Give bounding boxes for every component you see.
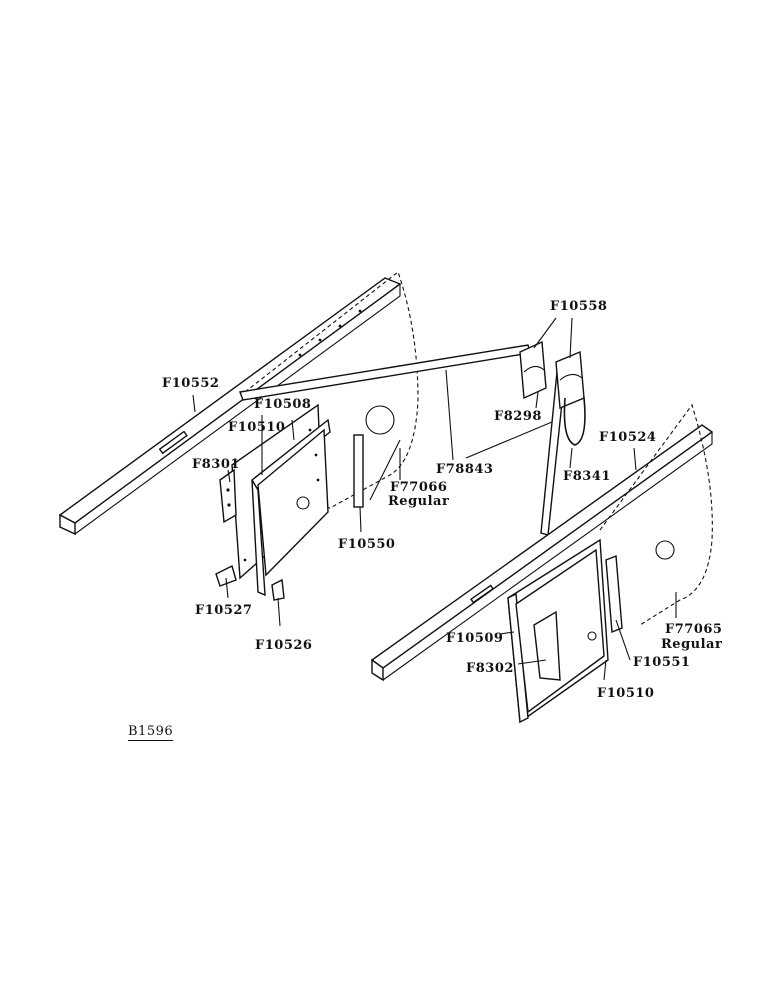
vertical-strip [353,434,364,508]
left-door-panel [231,403,331,597]
callout-f10551: F10551 [633,655,691,670]
callout-f8302: F8302 [466,661,514,676]
callout-f10508: F10508 [254,397,312,412]
callout-f10510-right: F10510 [597,686,655,701]
callout-f8301: F8301 [192,457,240,472]
callout-f10509: F10509 [446,631,504,646]
callout-f10510-left: F10510 [228,420,286,435]
callout-f10526: F10526 [255,638,313,653]
callout-f78843: F78843 [436,462,494,477]
figure-id: B1596 [128,724,174,741]
leader-lines [192,317,677,681]
callout-f8341: F8341 [563,469,611,484]
hinge-assembly [519,340,586,446]
callout-f10552: F10552 [162,376,220,391]
left-bracket [219,468,237,524]
callout-f77066-note: Regular [388,494,450,509]
small-bracket-left [215,564,237,587]
callout-f77066: F77066 [390,480,448,495]
callout-f77065: F77065 [665,622,723,637]
callout-f77065-note: Regular [661,637,723,652]
left-rail [58,277,402,536]
callout-f10550: F10550 [338,537,396,552]
callout-f8298: F8298 [494,409,542,424]
left-panel-outline [244,271,419,509]
callout-f10527: F10527 [195,603,253,618]
right-rail [370,424,714,682]
right-door-panel [507,538,623,724]
right-panel-outline [599,403,713,626]
small-bracket-right [271,578,285,601]
callout-f10524: F10524 [599,430,657,445]
callout-f10558: F10558 [550,299,608,314]
